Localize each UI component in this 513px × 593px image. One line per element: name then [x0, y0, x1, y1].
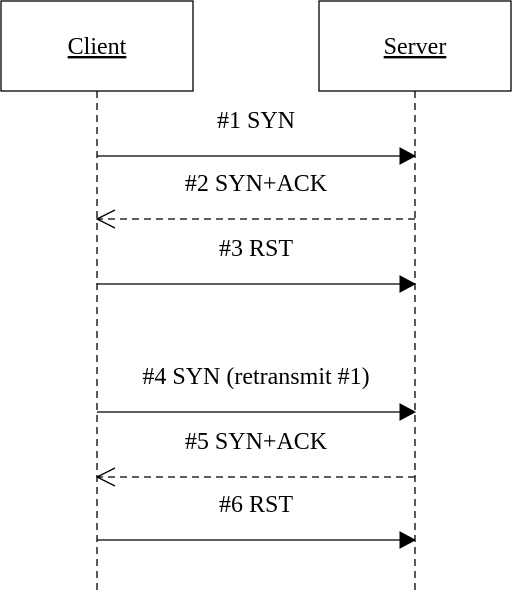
messages: #1 SYN #2 SYN+ACK #3 RST #4 SYN (retransmit…: [95, 108, 417, 549]
message-4: #4 SYN (retransmit #1): [97, 364, 417, 421]
message-label: #1 SYN: [217, 108, 295, 134]
open-arrowhead: [95, 467, 116, 487]
message-label: #2 SYN+ACK: [185, 171, 328, 197]
filled-arrowhead: [399, 403, 417, 421]
filled-arrowhead: [399, 531, 417, 549]
actor-server: Server: [318, 0, 512, 92]
message-label: #5 SYN+ACK: [185, 429, 328, 455]
message-6: #6 RST: [97, 492, 417, 549]
filled-arrowhead: [399, 147, 417, 165]
message-1: #1 SYN: [97, 108, 417, 165]
actor-server-label: Server: [384, 34, 447, 60]
filled-arrowhead: [399, 275, 417, 293]
open-arrowhead: [95, 209, 116, 229]
message-5: #5 SYN+ACK: [95, 429, 415, 487]
message-2: #2 SYN+ACK: [95, 171, 415, 229]
message-label: #3 RST: [219, 236, 293, 262]
actor-client-label: Client: [68, 34, 127, 60]
message-label: #6 RST: [219, 492, 293, 518]
actor-client-box: [0, 0, 194, 92]
message-3: #3 RST: [97, 236, 417, 293]
message-label: #4 SYN (retransmit #1): [142, 364, 369, 390]
actor-client: Client: [0, 0, 194, 92]
actor-server-box: [318, 0, 512, 92]
